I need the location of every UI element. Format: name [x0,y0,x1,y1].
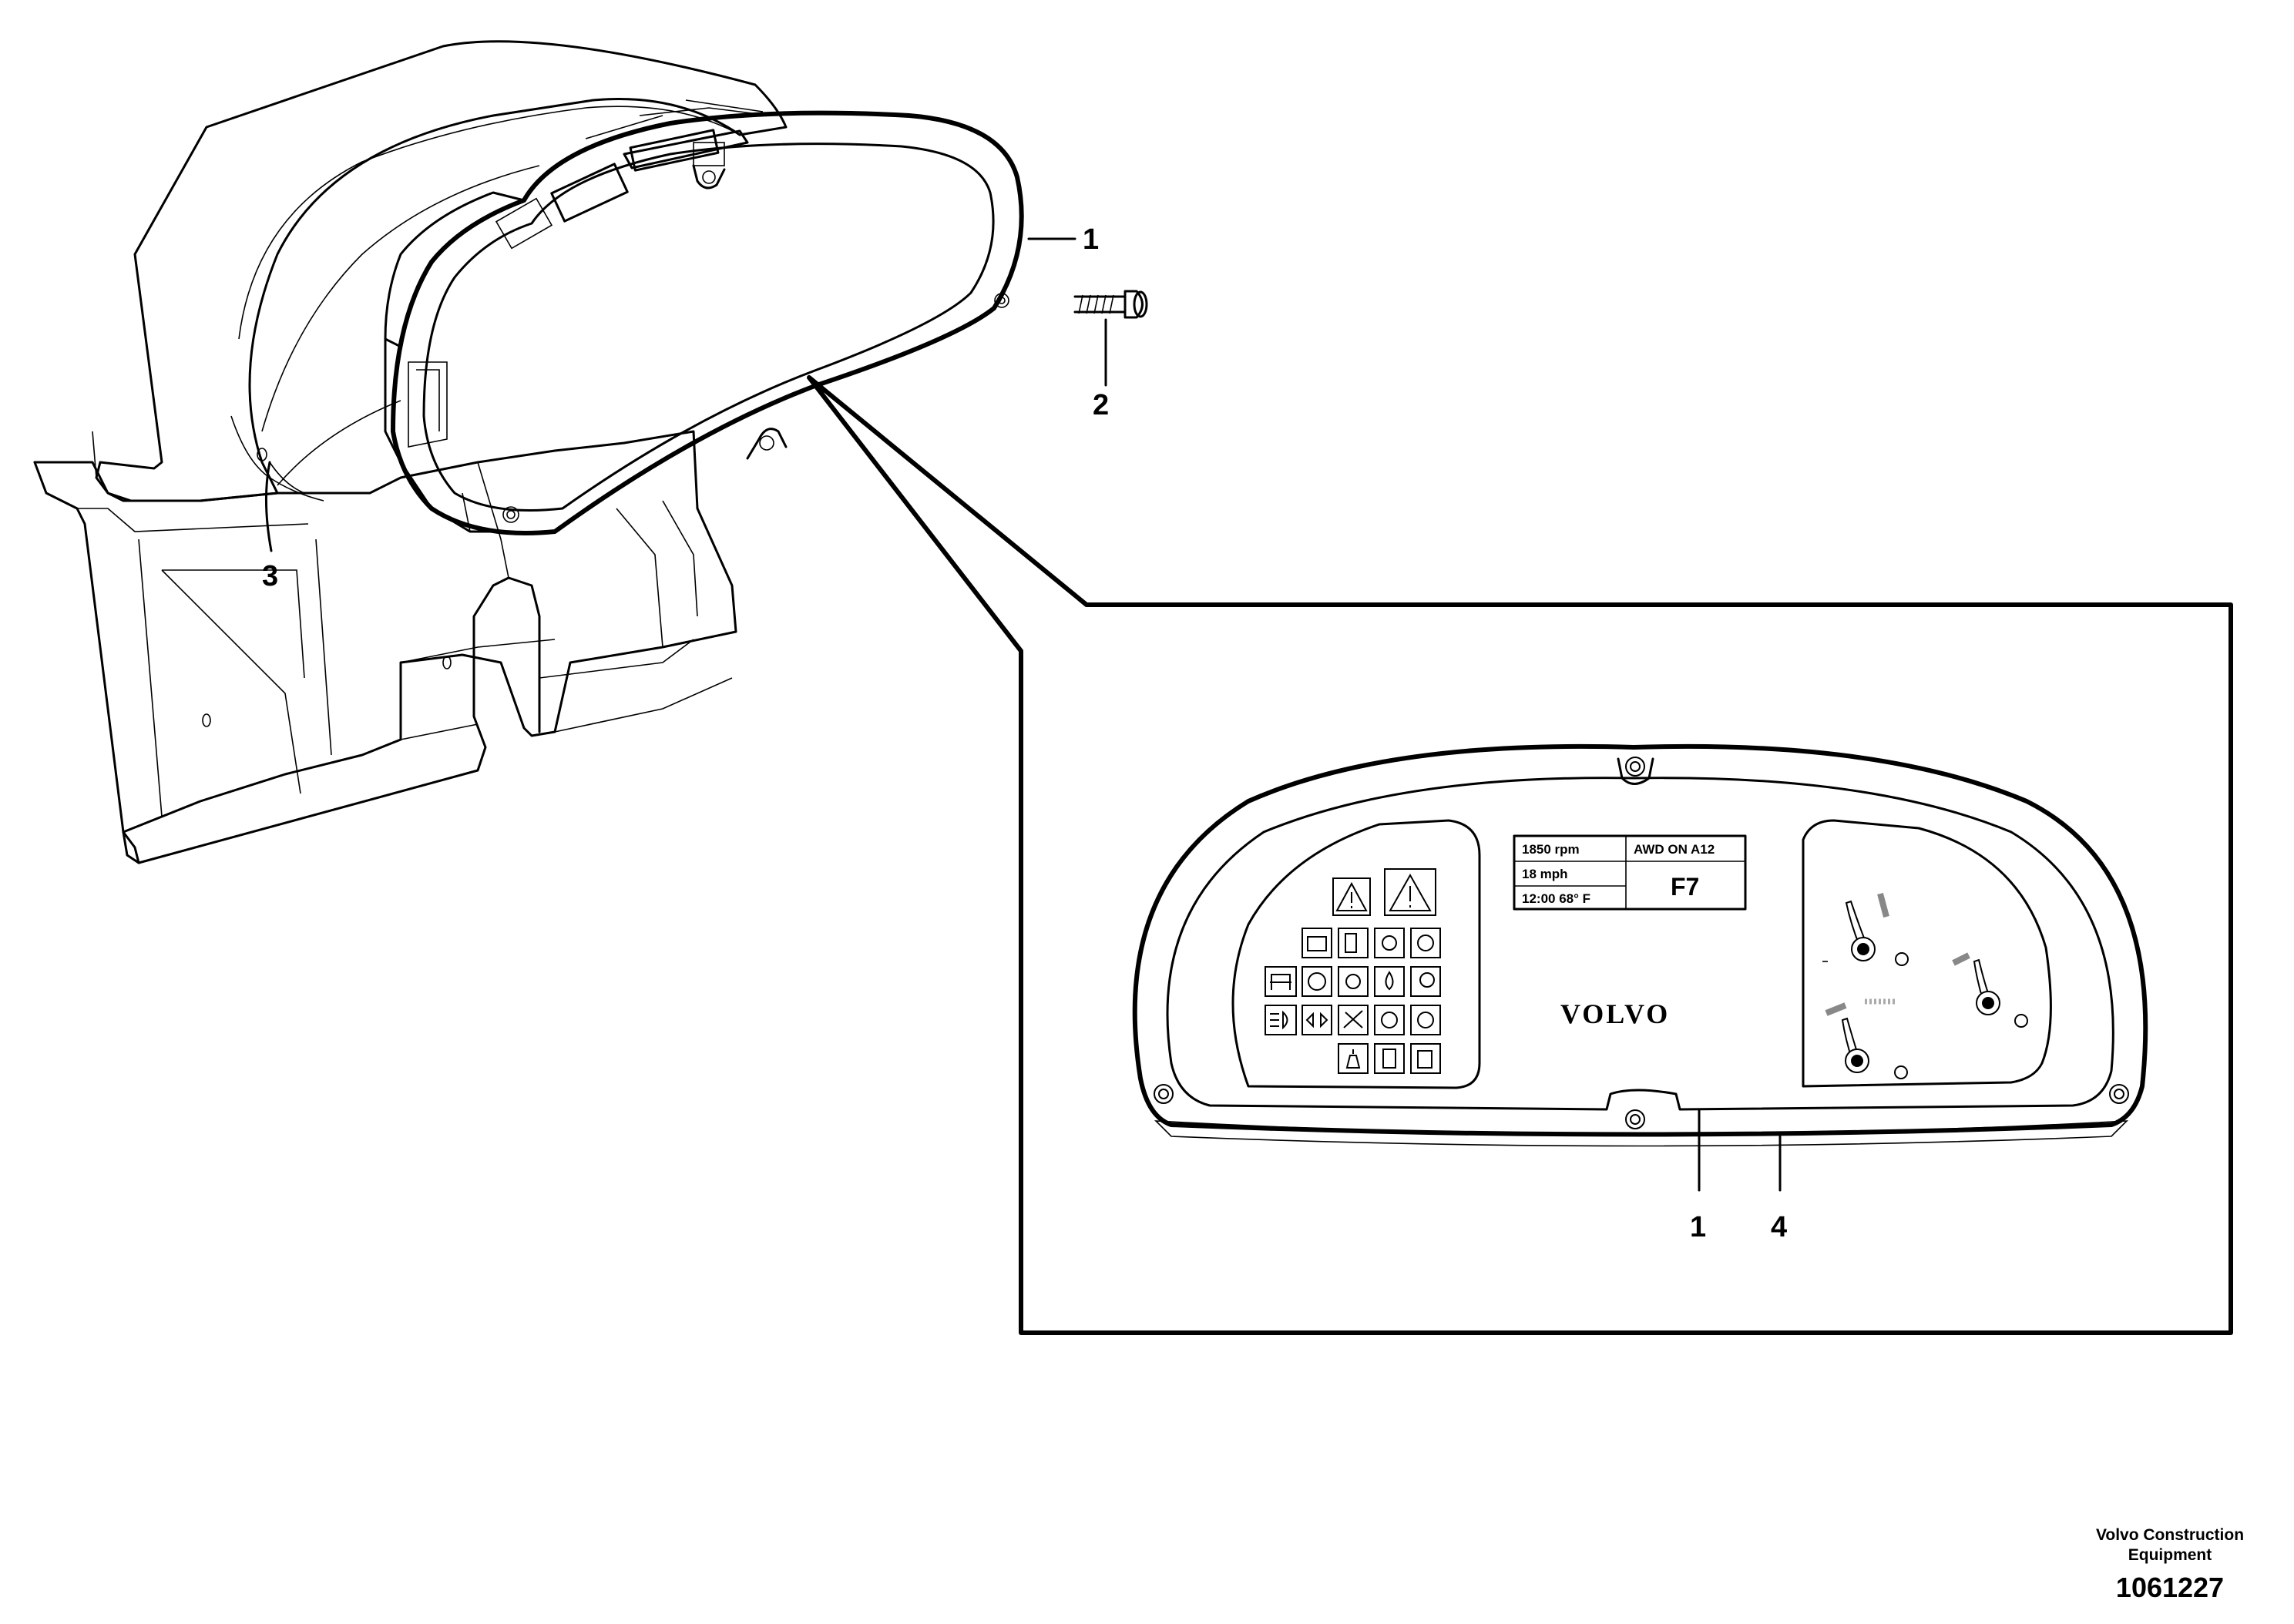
warning-triangle-icon [1332,877,1371,916]
cluster-front-view [1132,743,2148,1147]
screw [1073,290,1148,319]
footer-company-line2: Equipment [2128,1546,2212,1564]
callout-3: 3 [262,560,278,592]
callout-1-detail: 1 [1690,1211,1706,1243]
engine-oil-icon [1338,966,1369,997]
gauge-needle-2 [1952,952,2000,1015]
lcd-time-temp: 12:00 68° F [1522,891,1590,906]
callout-2: 2 [1093,389,1109,421]
callouts: 1 2 3 1 4 [262,223,1787,1243]
gauge-needle-3 [1825,998,1896,1073]
operator-seat-icon [1265,966,1297,997]
hydraulic-filter-icon [1374,1043,1405,1074]
brake-warning-icon [1410,928,1441,958]
coolant-temp-icon [1374,928,1405,958]
dashboard-housing [33,40,788,864]
lcd-display: 1850 rpm 18 mph 12:00 68° F AWD ON A12 F… [1513,834,1747,911]
battery-icon [1302,928,1332,958]
seatbelt-icon [1338,1043,1369,1074]
warning-lamp-grid [1265,868,1441,1074]
parking-brake-icon [1302,966,1332,997]
steering-fault-icon [1410,1005,1441,1035]
headlight-icon [1265,1005,1297,1035]
large-warning-triangle-icon [1384,868,1436,916]
oil-drop-icon [1374,966,1405,997]
footer: Volvo Construction Equipment 1061227 [2096,1526,2244,1603]
lcd-rpm: 1850 rpm [1522,842,1580,857]
lcd-status: AWD ON A12 [1634,842,1715,857]
leader-lines [264,237,2233,1335]
brand-wordmark: VOLVO [1560,998,1670,1029]
steering-icon [1410,966,1441,997]
hydraulic-oil-icon [1410,1043,1441,1074]
gauge-needle-1 [1845,892,1889,961]
lcd-speed: 18 mph [1522,867,1568,881]
footer-company: Volvo Construction [2096,1526,2244,1544]
lcd-code: F7 [1671,873,1699,901]
instrument-cluster-angled [384,99,1024,535]
turn-signal-icon [1302,1005,1332,1035]
differential-lock-icon [1338,1005,1369,1035]
transmission-icon [1374,1005,1405,1035]
fuel-filter-icon [1338,928,1369,958]
drawing-number: 1061227 [2116,1572,2224,1603]
detail-leaders [1698,1108,1782,1192]
callout-1-top: 1 [1083,223,1099,256]
callout-4: 4 [1771,1211,1787,1243]
gauges [1822,892,2028,1079]
